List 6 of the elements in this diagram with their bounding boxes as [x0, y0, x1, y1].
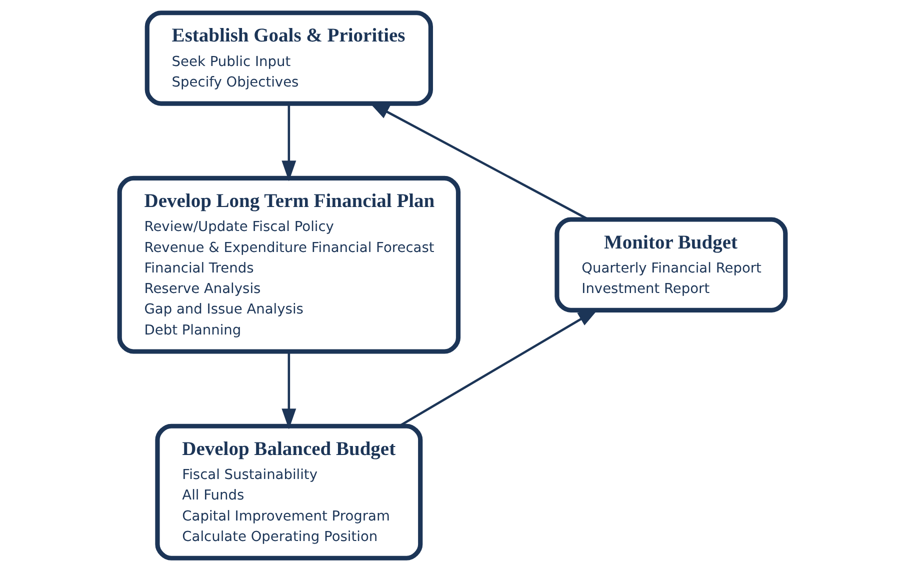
node-box: Develop Long Term Financial Plan Review/Update Fiscal Policy Revenue & Expenditure Financial Forecast Financial Trends Reserve Analysis Gap and Issue Analysis Debt Planning — [116, 176, 460, 354]
node-box: Establish Goals & Priorities Seek Public Input Specify Objectives — [144, 10, 432, 106]
arrow — [281, 104, 296, 182]
arrow — [281, 352, 296, 430]
node-box: Develop Balanced Budget Fiscal Sustainability All Funds Capital Improvement Program Calculate Operating Position — [154, 424, 422, 560]
node-box: Monitor Budget Quarterly Financial Report Investment Report — [554, 217, 788, 312]
